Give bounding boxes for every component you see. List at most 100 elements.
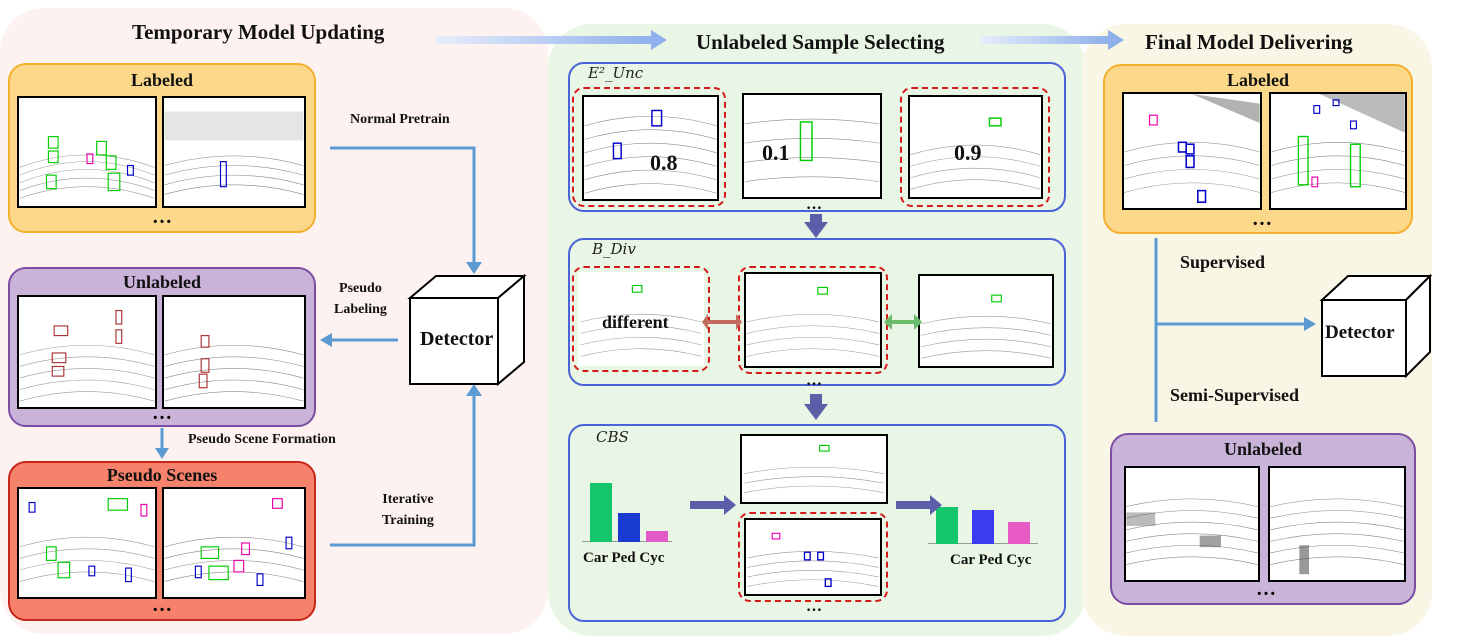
right-detector-cube	[1319, 273, 1433, 379]
bar-cyc	[646, 531, 668, 542]
pseudo-scene-formation-label: Pseudo Scene Formation	[188, 432, 336, 447]
right-labeled-ellipsis: …	[1252, 208, 1273, 230]
lidar-scan	[19, 309, 155, 402]
lidar-scan	[744, 118, 880, 182]
bar-ped	[618, 513, 640, 542]
left-labeled-title: Labeled	[130, 70, 193, 90]
cbs-scan-bottom	[744, 518, 882, 596]
div-box	[568, 238, 1066, 386]
lidar-scan	[1270, 498, 1404, 575]
lidar-scan	[744, 444, 884, 493]
right-unlabeled-title: Unlabeled	[1223, 439, 1302, 459]
right-labeled-scan-1	[1122, 92, 1262, 210]
div-label: B_Div	[592, 240, 636, 258]
div-scan-1	[578, 272, 704, 366]
arrow-shaft-1	[435, 36, 651, 44]
left-unlabeled-scan-2	[162, 295, 306, 409]
arrow-similar-left	[884, 314, 892, 330]
cbs-box	[568, 424, 1066, 622]
head-iterative-training	[466, 384, 482, 396]
arrow-normal-pretrain	[330, 146, 476, 262]
cbs-label: CBS	[596, 428, 629, 446]
lidar-scan	[746, 286, 880, 357]
div-dashed-1	[572, 266, 710, 372]
div-ellipsis: …	[806, 372, 823, 389]
unc-score-1: 0.8	[650, 150, 678, 175]
left-unlabeled-scan-1	[17, 295, 157, 409]
unc-scan-1	[582, 95, 719, 201]
cbs-chart-left	[582, 462, 672, 542]
arrow-head-1	[651, 30, 667, 50]
lidar-scan	[920, 294, 1052, 359]
cbs-left-categories: Car Ped Cyc	[583, 550, 665, 566]
pseudo-labeling-label: Pseudo Labeling	[334, 281, 387, 317]
arrow-different-left	[702, 314, 708, 330]
cbs-dashed	[738, 512, 888, 602]
right-unlabeled-ellipsis: …	[1256, 578, 1277, 600]
bar-ped	[972, 510, 994, 544]
lidar-scan	[1271, 94, 1405, 193]
head-normal-pretrain	[466, 262, 482, 274]
right-arrow-2	[896, 495, 942, 515]
lidar-scan	[910, 117, 1041, 190]
unc-scan-3	[908, 95, 1043, 199]
right-labeled-title: Labeled	[1226, 70, 1289, 90]
bar-car	[590, 483, 612, 542]
unc-dashed-1	[572, 87, 726, 207]
bar-cyc	[1008, 522, 1030, 544]
cbs-ellipsis: …	[806, 598, 823, 615]
div-scan-3	[918, 274, 1054, 368]
delivering-title: Final Model Delivering	[1145, 30, 1353, 54]
down-arrow-2	[804, 394, 828, 420]
arrow-shaft-2	[980, 36, 1108, 44]
left-detector-cube	[407, 273, 527, 387]
unc-scan-2	[742, 93, 882, 199]
right-detector-label: Detector	[1325, 322, 1395, 343]
unc-label: E²_Unc	[588, 64, 644, 82]
cbs-chart-right	[928, 470, 1038, 544]
lidar-scan	[747, 532, 879, 588]
unc-dashed-2	[900, 87, 1050, 207]
head-to-detector	[1304, 317, 1316, 331]
temporary-title: Temporary Model Updating	[132, 20, 385, 44]
div-different: different	[602, 312, 669, 332]
bar-car	[936, 507, 958, 544]
left-detector-label: Detector	[420, 328, 494, 350]
down-arrow-1	[804, 214, 828, 238]
right-arrow-1	[690, 495, 736, 515]
right-unlabeled-scan-2	[1268, 466, 1406, 582]
left-flow-arrows	[155, 146, 482, 547]
cbs-right-categories: Car Ped Cyc	[950, 552, 1032, 568]
lidar-scan	[580, 284, 702, 357]
left-unlabeled-title: Unlabeled	[122, 272, 201, 292]
cbs-scan-top	[740, 434, 888, 504]
normal-pretrain-label: Normal Pretrain	[350, 112, 450, 127]
right-unlabeled-scan-1	[1124, 466, 1260, 582]
left-labeled-scan-1	[17, 96, 157, 208]
head-pseudo-labeling	[320, 333, 332, 347]
lidar-scan	[19, 498, 155, 583]
supervised-label: Supervised	[1180, 252, 1266, 272]
lidar-scan	[1124, 94, 1260, 203]
unc-score-3: 0.9	[954, 140, 982, 165]
iterative-training-label: Iterative Training	[382, 492, 434, 528]
arrow-similar	[892, 314, 922, 330]
unc-score-2: 0.1	[762, 140, 790, 165]
pseudo-scan-1	[17, 487, 157, 599]
lidar-scan	[164, 111, 304, 195]
pseudo-scenes-title: Pseudo Scenes	[106, 465, 218, 485]
lidar-scan	[164, 498, 304, 587]
arrow-head-2	[1108, 30, 1124, 50]
top-arrows	[435, 30, 1124, 50]
pseudo-scan-2	[162, 487, 306, 599]
middle-arrows	[690, 214, 942, 515]
head-pseudo-scene-formation	[155, 448, 169, 459]
semi-supervised-label: Semi-Supervised	[1170, 385, 1300, 405]
unc-box	[568, 62, 1066, 212]
lidar-scan	[19, 135, 155, 199]
lidar-scan	[164, 335, 304, 402]
div-scan-2	[744, 272, 882, 368]
arrow-iterative-training	[330, 396, 476, 547]
right-labeled-scan-2	[1269, 92, 1407, 210]
arrow-different	[708, 314, 742, 330]
